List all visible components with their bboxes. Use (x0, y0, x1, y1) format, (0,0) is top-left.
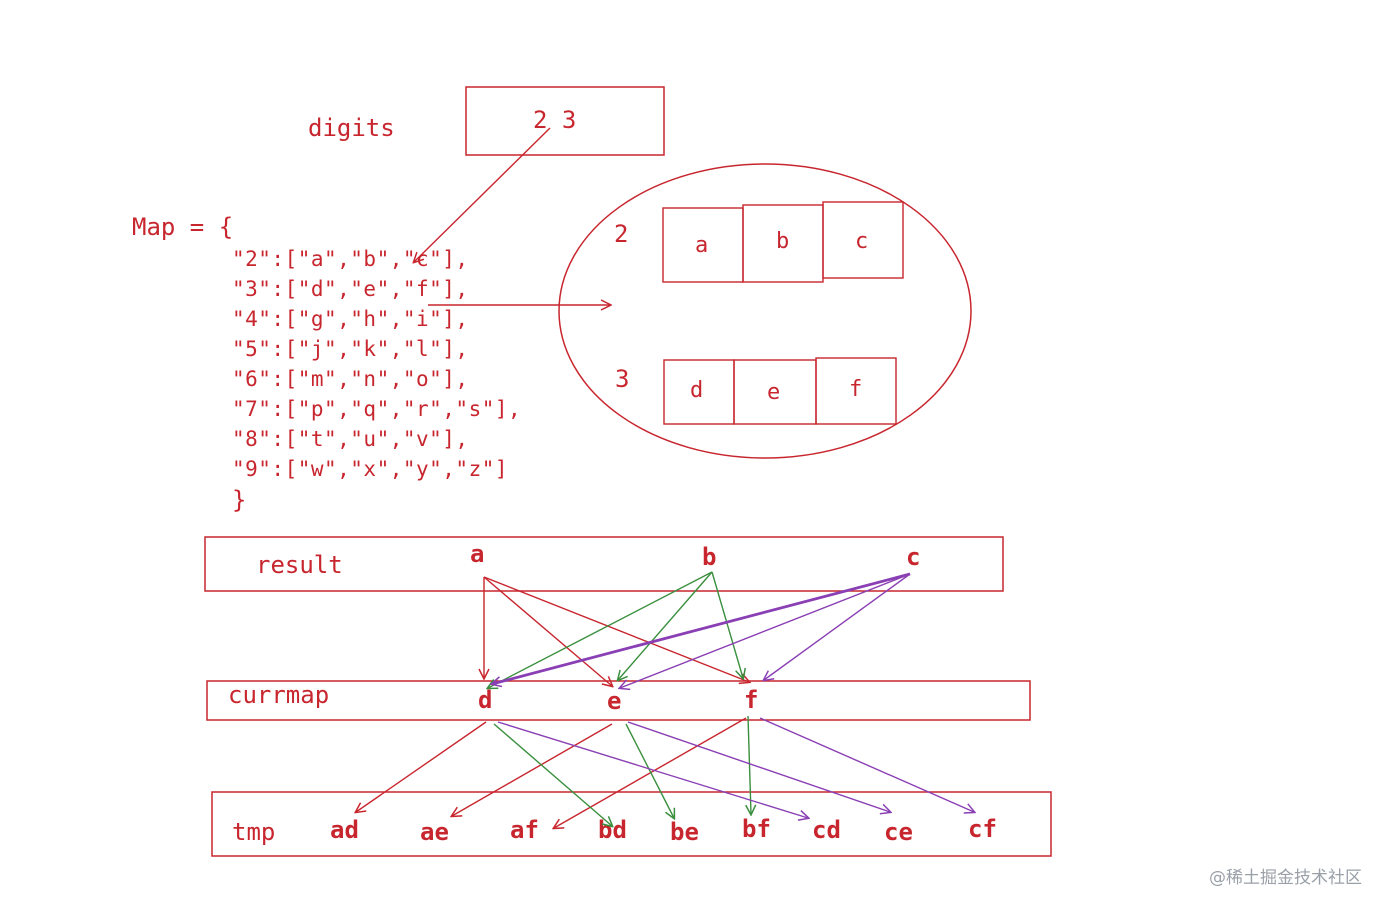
map-lines: "2":["a","b","c"], "3":["d","e","f"], "4… (232, 247, 521, 481)
result-to-currmap-arrows (483, 571, 911, 688)
map-header: Map = { (132, 213, 233, 241)
arrow-e-to-ce (627, 721, 890, 812)
arrow-b-to-f (711, 571, 743, 678)
tmp-item: cd (812, 816, 841, 844)
tmp-item: be (670, 818, 699, 846)
currmap-item: e (607, 687, 621, 715)
tmp-item: bd (598, 816, 627, 844)
map-line: "4":["g","h","i"], (232, 307, 469, 331)
result-band (204, 536, 1004, 592)
map-line: "9":["w","x","y","z"] (232, 457, 508, 481)
digits-label: digits (308, 114, 395, 142)
result-item: c (906, 543, 920, 571)
map-bubble (558, 163, 972, 459)
map-line: "5":["j","k","l"], (232, 337, 469, 361)
result-label: result (256, 551, 343, 579)
digits-value: 2 3 (533, 106, 576, 134)
currmap-to-tmp-arrows (356, 715, 974, 828)
map-line: "7":["p","q","r","s"], (232, 397, 521, 421)
bubble-cell-box (822, 201, 904, 279)
currmap-label: currmap (228, 681, 329, 709)
arrow-c-to-e (620, 573, 911, 688)
bubble-cell-box (815, 357, 897, 425)
map-line: "3":["d","e","f"], (232, 277, 469, 301)
bubble-cell: d (690, 378, 703, 403)
digits-to-map-arrow (414, 127, 551, 262)
tmp-item: af (510, 816, 539, 844)
tmp-item: ad (330, 816, 359, 844)
bubble-cell: e (767, 380, 780, 405)
watermark: @稀土掘金技术社区 (1209, 868, 1362, 888)
bubble-key-2: 2 (614, 220, 628, 248)
map-line: "6":["m","n","o"], (232, 367, 469, 391)
arrow-d-to-cd (497, 721, 808, 818)
tmp-label: tmp (232, 818, 275, 846)
digits-box (465, 86, 665, 156)
arrow-f-to-cf (759, 717, 974, 812)
arrow-f-to-af (554, 717, 747, 828)
tmp-band (211, 791, 1052, 857)
bubble-cell: a (695, 233, 708, 258)
arrow-b-to-d (488, 571, 713, 688)
bubble-cell: c (855, 229, 868, 254)
result-item: a (470, 540, 484, 568)
arrow-e-to-be (625, 723, 674, 818)
tmp-item: ce (884, 818, 913, 846)
arrow-b-to-e (618, 571, 713, 680)
bubble-row-3: d e f (663, 357, 897, 425)
currmap-item: d (478, 686, 492, 714)
map-line: "8":["t","u","v"], (232, 427, 469, 451)
arrow-c-to-f (764, 573, 911, 680)
arrow-a-to-e (483, 576, 612, 686)
currmap-item: f (744, 686, 758, 714)
arrow-c-to-d (492, 572, 911, 684)
tmp-item: ae (420, 818, 449, 846)
bubble-cell: b (776, 229, 789, 254)
map-line: "2":["a","b","c"], (232, 247, 469, 271)
bubble-cell: f (849, 377, 862, 402)
bubble-row-2: a b c (662, 201, 904, 283)
bubble-key-3: 3 (615, 365, 629, 393)
tmp-item: cf (968, 815, 997, 843)
arrow-d-to-ad (356, 721, 487, 812)
tmp-item: bf (742, 815, 771, 843)
arrow-d-to-bd (493, 723, 612, 826)
arrow-f-to-bf (748, 715, 751, 814)
map-close: } (232, 486, 246, 514)
arrow-a-to-f (483, 576, 749, 682)
result-item: b (702, 543, 716, 571)
arrow-e-to-ae (452, 723, 613, 816)
